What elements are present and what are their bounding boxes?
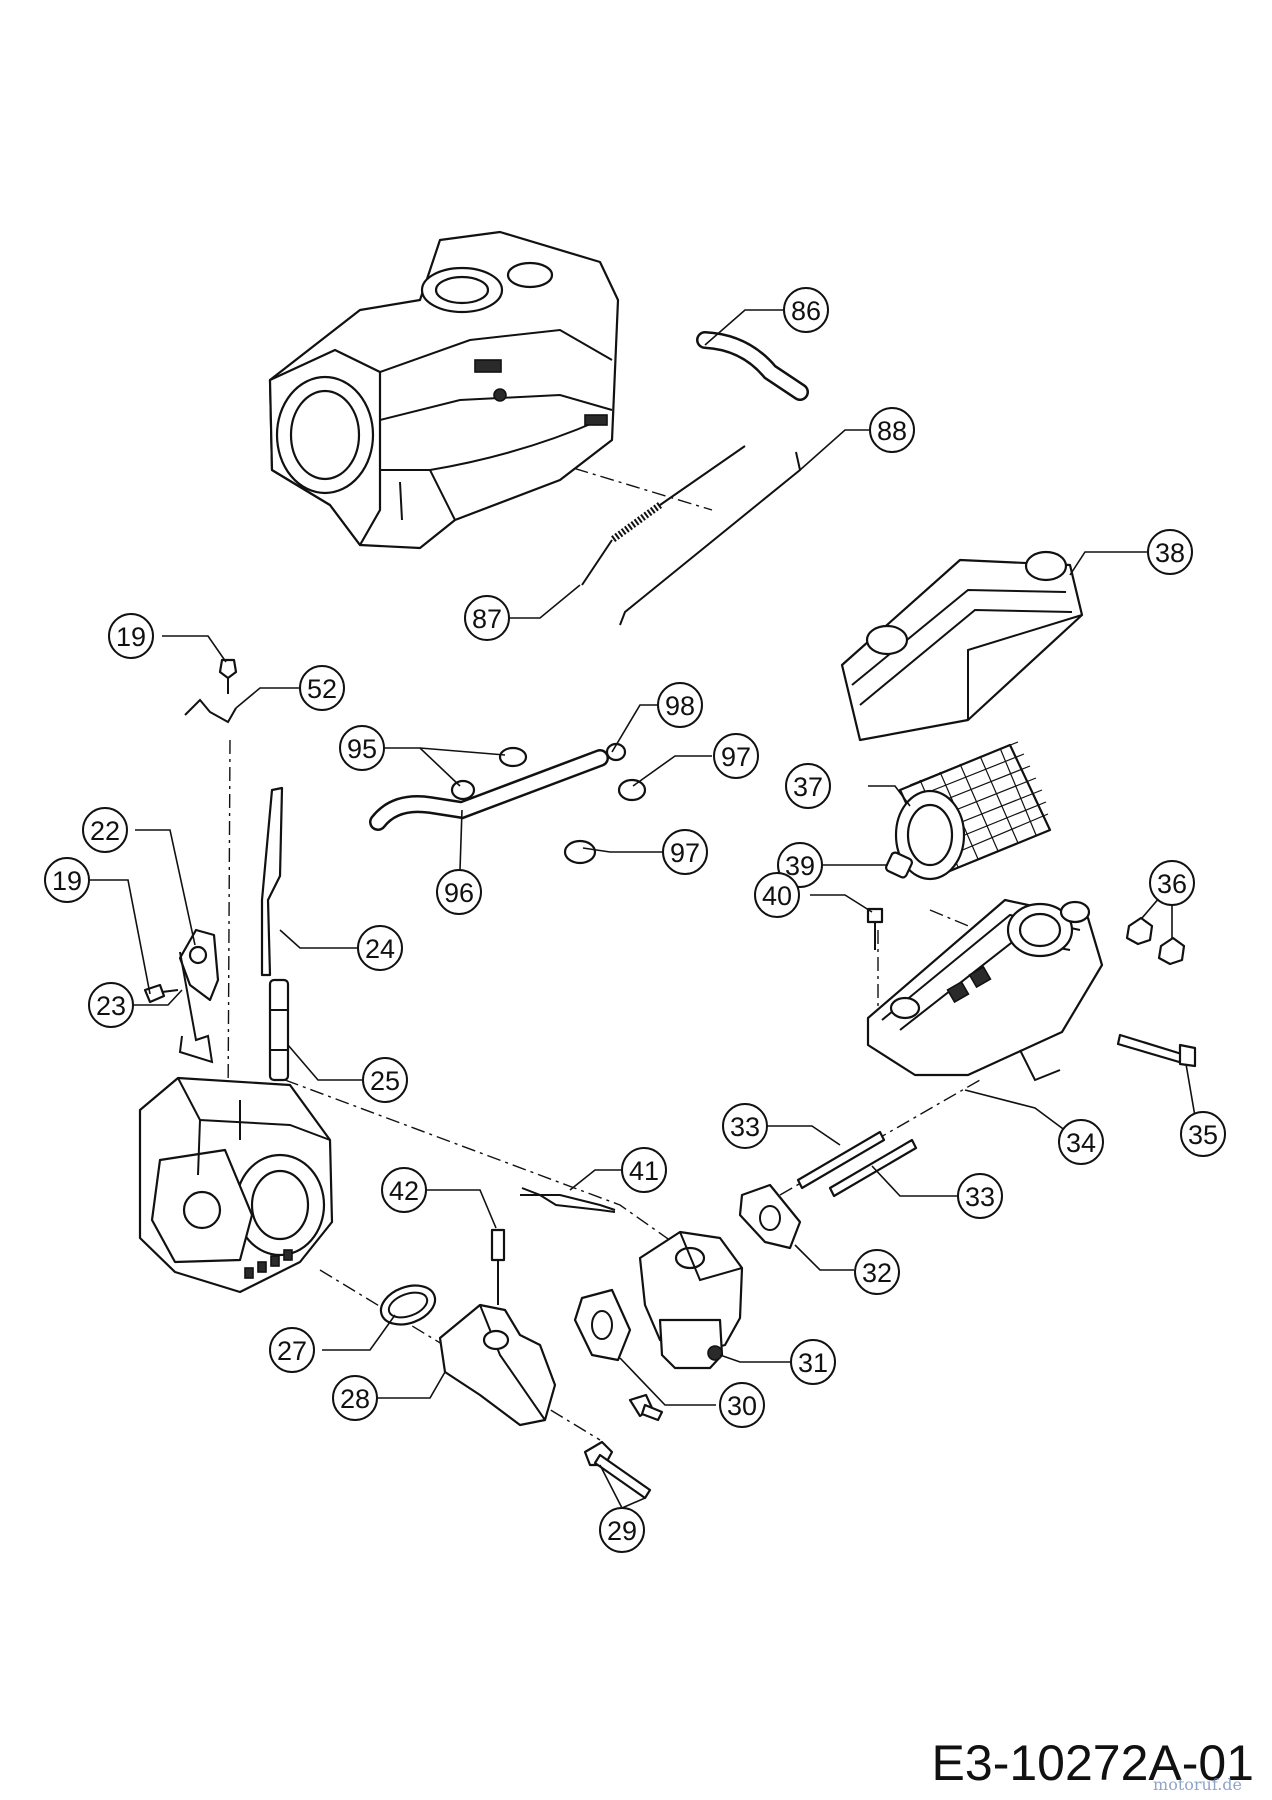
air-cleaner-bolts: [866, 907, 1197, 1068]
throttle-link: [521, 1187, 616, 1213]
callout-35-label: 35: [1188, 1120, 1218, 1150]
callout-87-label: 87: [472, 604, 502, 634]
callout-86-label: 86: [791, 296, 821, 326]
callout-37: 37: [785, 763, 831, 809]
callout-31: 31: [790, 1339, 836, 1385]
callout-19-mid-label: 19: [52, 866, 82, 896]
callout-36-label: 36: [1157, 869, 1187, 899]
spring-clip-and-bolt: [184, 658, 238, 724]
callout-29: 29: [599, 1507, 645, 1553]
callout-33-lower-label: 33: [965, 1182, 995, 1212]
governor-spring-and-rod: [581, 445, 802, 626]
hose-clamps: [450, 742, 647, 865]
carburetor-gasket: [573, 1288, 632, 1362]
callout-40: 40: [754, 872, 800, 918]
callout-40-label: 40: [762, 881, 792, 911]
callout-29-label: 29: [607, 1516, 637, 1546]
callout-31-label: 31: [798, 1348, 828, 1378]
callout-95: 95: [339, 725, 385, 771]
callout-19-top: 19: [108, 613, 154, 659]
air-cleaner-base: [866, 898, 1104, 1082]
callout-95-label: 95: [347, 734, 377, 764]
callout-33-lower: 33: [957, 1173, 1003, 1219]
callout-38: 38: [1147, 529, 1193, 575]
callout-97-upper-label: 97: [721, 742, 751, 772]
callout-38-label: 38: [1155, 538, 1185, 568]
spacer: [885, 851, 913, 879]
callout-36: 36: [1149, 860, 1195, 906]
callout-41-label: 41: [629, 1156, 659, 1186]
callout-33-upper: 33: [722, 1103, 768, 1149]
callout-23: 23: [88, 982, 134, 1028]
manifold-bolts: [583, 1393, 664, 1500]
callout-25-label: 25: [370, 1066, 400, 1096]
callout-25: 25: [362, 1057, 408, 1103]
callout-19-mid: 19: [44, 857, 90, 903]
callout-87: 87: [464, 595, 510, 641]
air-cleaner-gasket: [738, 1183, 802, 1250]
callout-98: 98: [657, 682, 703, 728]
callout-28-label: 28: [340, 1384, 370, 1414]
carburetor: [638, 1230, 744, 1370]
callout-33-upper-label: 33: [730, 1112, 760, 1142]
intake-manifold: [438, 1194, 616, 1427]
callout-22: 22: [82, 807, 128, 853]
mounting-studs: [796, 1130, 918, 1198]
callout-52: 52: [299, 665, 345, 711]
callout-27-label: 27: [277, 1336, 307, 1366]
callout-leaders: [90, 309, 1199, 1509]
callout-19-top-label: 19: [116, 622, 146, 652]
callout-97-lower: 97: [662, 829, 708, 875]
callout-52-label: 52: [307, 674, 337, 704]
callout-24: 24: [357, 925, 403, 971]
callout-42: 42: [381, 1167, 427, 1213]
callout-28: 28: [332, 1375, 378, 1421]
callout-42-label: 42: [389, 1176, 419, 1206]
breather-hose: [696, 331, 809, 401]
governor-lever-plate: [143, 928, 220, 1064]
cylinder-head: [138, 1076, 334, 1294]
callout-35: 35: [1180, 1111, 1226, 1157]
callout-96-label: 96: [444, 878, 474, 908]
intake-gasket: [379, 1284, 437, 1326]
air-cleaner-cover: [840, 550, 1084, 742]
callout-98-label: 98: [665, 691, 695, 721]
callout-24-label: 24: [365, 934, 395, 964]
callout-37-label: 37: [793, 772, 823, 802]
callout-27: 27: [269, 1327, 315, 1373]
callout-41: 41: [621, 1147, 667, 1193]
air-filter-element: [894, 741, 1052, 881]
callout-30: 30: [719, 1382, 765, 1428]
callout-32-label: 32: [862, 1258, 892, 1288]
crankcase-block: [268, 230, 620, 550]
callout-97-upper: 97: [713, 733, 759, 779]
callout-88: 88: [869, 407, 915, 453]
callout-30-label: 30: [727, 1391, 757, 1421]
drawing-code: E3-10272A-01: [931, 1735, 1254, 1791]
callout-23-label: 23: [96, 991, 126, 1021]
callout-88-label: 88: [877, 416, 907, 446]
callout-22-label: 22: [90, 816, 120, 846]
callout-97-lower-label: 97: [670, 838, 700, 868]
callout-34-label: 34: [1066, 1128, 1096, 1158]
callout-39-label: 39: [785, 851, 815, 881]
governor-arm: [260, 786, 290, 1082]
callout-96: 96: [436, 869, 482, 915]
callout-34: 34: [1058, 1119, 1104, 1165]
callout-86: 86: [783, 287, 829, 333]
watermark: motoruf.de: [1153, 1775, 1242, 1794]
fuel-hose: [369, 749, 609, 831]
callout-32: 32: [854, 1249, 900, 1295]
